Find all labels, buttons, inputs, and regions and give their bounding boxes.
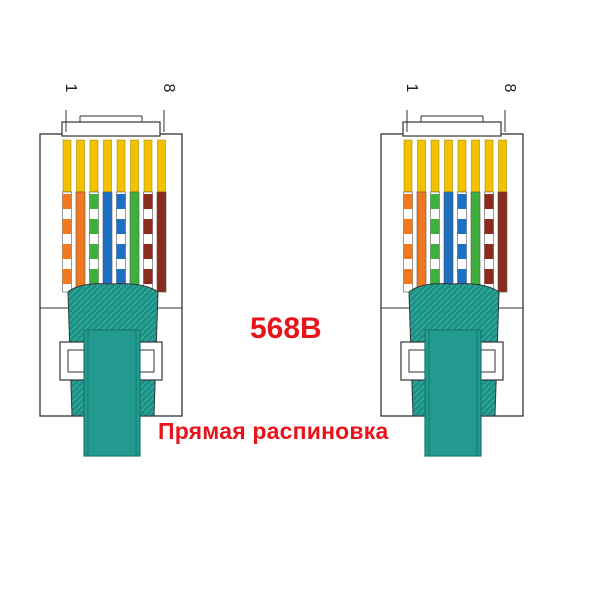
wire-stripe [116, 194, 126, 209]
wire-stripe [457, 219, 467, 234]
wire-stripe [62, 194, 72, 209]
wire-stripe [116, 244, 126, 259]
contact-pin [62, 139, 72, 193]
wire-stripe [484, 194, 494, 209]
contact-pin [417, 139, 426, 193]
contact-housing [61, 121, 161, 137]
standard-label: 568B [250, 312, 322, 345]
contact-pin [403, 139, 413, 193]
wire-brown [156, 191, 167, 293]
wire-stripe [403, 244, 413, 259]
wire-stripe [143, 194, 153, 209]
wire-green [470, 191, 481, 293]
wire-stripe [62, 219, 72, 234]
wire-stripe [62, 269, 72, 284]
wire-stripe [89, 269, 99, 284]
wire-stripe [89, 194, 99, 209]
wire-stripe [89, 219, 99, 234]
wire-brown [497, 191, 508, 293]
pinout-caption: Прямая распиновка [158, 418, 389, 444]
wire-orange [416, 191, 427, 293]
pin-first-label: 1 [62, 84, 79, 93]
contact-pin [157, 139, 166, 193]
wire-stripe [62, 244, 72, 259]
wire-stripe [116, 219, 126, 234]
cable-body [83, 329, 141, 457]
wire-stripe [457, 194, 467, 209]
contact-housing [402, 121, 502, 137]
wire-blue [102, 191, 113, 293]
contact-pin [471, 139, 480, 193]
wire-stripe [89, 244, 99, 259]
contact-pin [89, 139, 99, 193]
wire-stripe [116, 269, 126, 284]
wire-stripe [143, 219, 153, 234]
wire-stripe [143, 244, 153, 259]
cable-body [424, 329, 482, 457]
pin-last-label: 8 [160, 84, 177, 93]
wire-stripe [457, 269, 467, 284]
wire-stripe [403, 269, 413, 284]
wire-stripe [484, 219, 494, 234]
wire-stripe [430, 194, 440, 209]
contact-pin [76, 139, 85, 193]
contact-pin [430, 139, 440, 193]
wire-stripe [484, 244, 494, 259]
contact-pin [457, 139, 467, 193]
wire-blue [443, 191, 454, 293]
wire-green [129, 191, 140, 293]
contact-pin [484, 139, 494, 193]
contact-pin [444, 139, 453, 193]
contact-pin [498, 139, 507, 193]
wire-stripe [457, 244, 467, 259]
wire-stripe [403, 194, 413, 209]
wire-stripe [430, 269, 440, 284]
wire-stripe [143, 269, 153, 284]
wire-stripe [484, 269, 494, 284]
contact-pin [103, 139, 112, 193]
wire-stripe [403, 219, 413, 234]
wire-stripe [430, 244, 440, 259]
wire-orange-white [403, 191, 413, 293]
pin-first-label: 1 [403, 84, 420, 93]
wire-stripe [430, 219, 440, 234]
contact-pin [116, 139, 126, 193]
wire-orange-white [62, 191, 72, 293]
pin-last-label: 8 [501, 84, 518, 93]
wire-orange [75, 191, 86, 293]
contact-pin [143, 139, 153, 193]
contact-pin [130, 139, 139, 193]
